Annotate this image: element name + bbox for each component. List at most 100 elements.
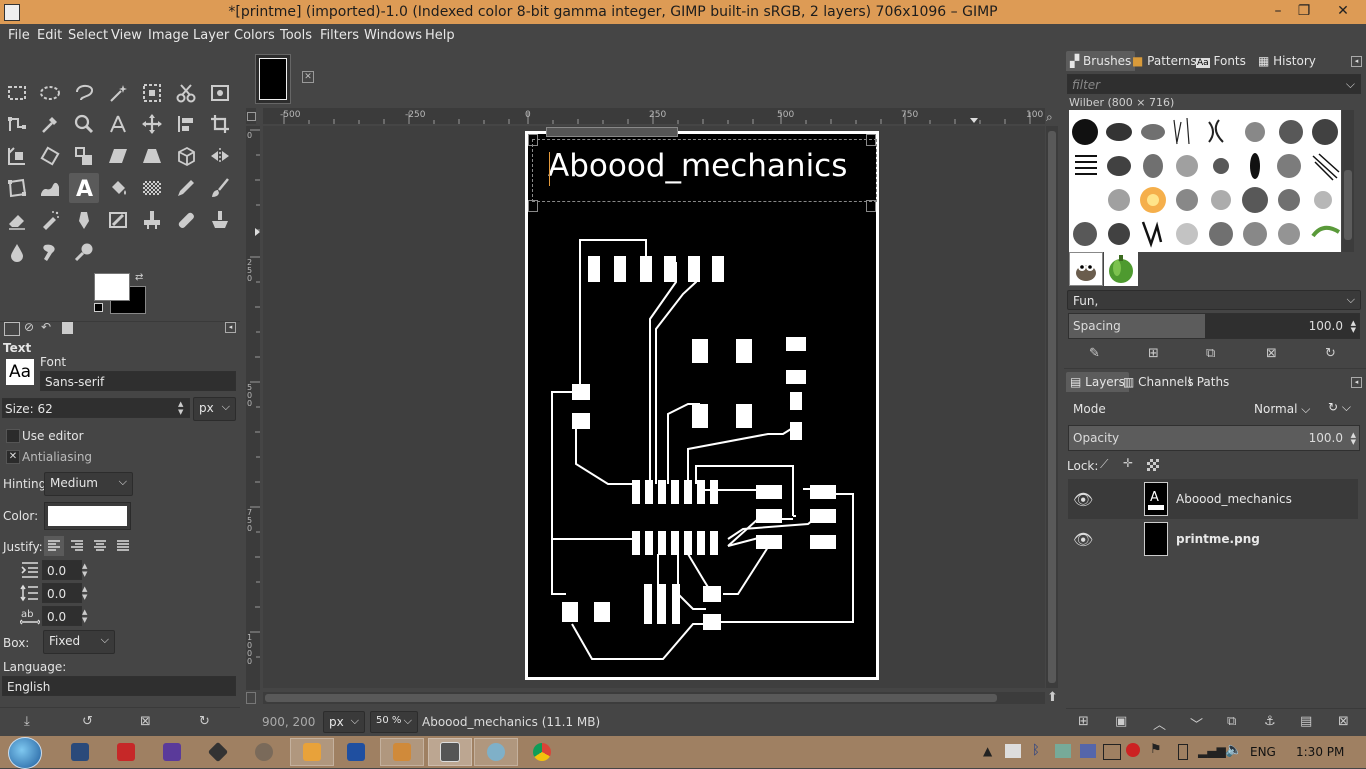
input-language[interactable]: ENG (1250, 745, 1276, 759)
letter-spacing-field[interactable]: 0.0 (42, 606, 82, 626)
blur-icon[interactable] (2, 237, 32, 267)
menu-file[interactable]: File (8, 28, 30, 43)
action-center-flag-icon[interactable]: ⚑ (1150, 742, 1162, 757)
pepper-brush-thumbnail[interactable] (1104, 252, 1138, 286)
brush-grid[interactable] (1069, 110, 1341, 252)
horizontal-ruler[interactable]: -500 -250 0 250 500 750 100 (263, 108, 1045, 124)
size-field[interactable]: Size: 62 (2, 398, 190, 418)
scale-icon[interactable] (69, 141, 99, 171)
airbrush-icon[interactable] (35, 205, 65, 235)
text-box-handle[interactable] (528, 134, 538, 146)
menu-view[interactable]: View (111, 28, 142, 43)
text-tool-icon[interactable]: A (69, 173, 99, 203)
menu-tools[interactable]: Tools (280, 28, 313, 43)
smudge-icon[interactable] (35, 237, 65, 267)
vertical-scrollbar[interactable] (1046, 126, 1058, 688)
taskbar-app-2[interactable] (104, 738, 148, 766)
default-colors-icon[interactable] (94, 303, 103, 312)
dock-menu-icon[interactable]: ◂ (1351, 56, 1362, 67)
refresh-brushes-icon[interactable]: ↻ (1325, 346, 1336, 361)
menu-windows[interactable]: Windows (364, 28, 423, 43)
swap-colors-icon[interactable]: ⇄ (135, 272, 144, 283)
restore-button[interactable]: ❐ (1297, 3, 1311, 19)
lock-alpha-icon[interactable] (1147, 459, 1159, 471)
menu-image[interactable]: Image (148, 28, 189, 43)
image-canvas[interactable]: Aboood_mechanics (525, 127, 879, 680)
brush-tag-select[interactable]: Fun,⌵ (1067, 290, 1361, 310)
merge-layer-icon[interactable]: ▤ (1300, 714, 1313, 729)
layer-visibility-eye-icon[interactable]: 👁 (1073, 490, 1094, 509)
new-brush-icon[interactable]: ⊞ (1148, 346, 1159, 361)
text-box-handle[interactable] (528, 200, 538, 212)
zoom-select[interactable]: 50 %⌵ (370, 711, 418, 733)
paths-icon[interactable] (2, 109, 32, 139)
foreground-select-icon[interactable] (205, 78, 235, 108)
unit-select[interactable]: px⌵ (323, 711, 365, 733)
mode-select[interactable]: Normal ⌵ (1254, 402, 1311, 416)
unified-transform-icon[interactable] (2, 141, 32, 171)
justify-fill-icon[interactable] (113, 536, 133, 556)
image-tab-thumbnail[interactable] (255, 54, 291, 104)
menu-select[interactable]: Select (68, 28, 109, 43)
delete-layer-icon[interactable]: ⊠ (1338, 714, 1349, 729)
tab-history[interactable]: ▦ History (1258, 54, 1316, 68)
line-spacing-spin-arrows[interactable]: ▲▼ (82, 585, 88, 601)
ellipse-select-icon[interactable] (35, 78, 65, 108)
save-options-icon[interactable]: ⤓ (24, 714, 30, 729)
spacing-spin-arrows[interactable]: ▲▼ (1350, 319, 1356, 334)
delete-options-icon[interactable]: ⊠ (140, 714, 151, 729)
font-preview-button[interactable]: Aa (6, 359, 34, 385)
layers-dock-menu-icon[interactable]: ◂ (1351, 377, 1362, 388)
network-signal-icon[interactable]: ▂▄▆ (1198, 744, 1226, 758)
measure-icon[interactable] (103, 109, 133, 139)
shear-icon[interactable] (103, 141, 133, 171)
use-editor-checkbox[interactable] (6, 429, 20, 443)
indent-spin-arrows[interactable]: ▲▼ (82, 562, 88, 578)
justify-left-icon[interactable] (44, 536, 64, 556)
duplicate-layer-icon[interactable]: ⧉ (1227, 714, 1237, 729)
size-spin-arrows[interactable]: ▲▼ (178, 400, 184, 416)
edit-brush-icon[interactable]: ✎ (1089, 346, 1100, 361)
zoom-navigate-icon[interactable]: ⌕ (1046, 110, 1053, 124)
warp-transform-icon[interactable] (35, 173, 65, 203)
lower-layer-icon[interactable]: ﹀ (1190, 718, 1204, 733)
anchor-layer-icon[interactable]: ⚓ (1264, 714, 1276, 729)
brush-grid-scrollbar[interactable] (1342, 110, 1354, 252)
wilber-brush-thumbnail[interactable] (1069, 252, 1103, 286)
3d-transform-icon[interactable] (171, 141, 201, 171)
taskbar-app-6[interactable] (290, 738, 334, 766)
taskbar-app-1[interactable] (58, 738, 102, 766)
tab-layers[interactable]: ▤ Layers (1066, 372, 1129, 392)
layer-name[interactable]: Aboood_mechanics (1176, 492, 1292, 506)
text-color-button[interactable] (44, 502, 131, 530)
hinting-select[interactable]: Medium⌵ (44, 472, 133, 496)
size-unit-select[interactable]: px⌵ (193, 397, 236, 421)
select-by-color-icon[interactable] (137, 78, 167, 108)
restore-options-icon[interactable]: ↺ (82, 714, 93, 729)
start-button[interactable] (8, 737, 42, 769)
font-field[interactable]: Sans-serif (40, 371, 236, 391)
fuzzy-select-icon[interactable] (103, 78, 133, 108)
gimp-app-icon[interactable] (4, 4, 20, 21)
minimize-button[interactable]: – (1274, 3, 1282, 19)
perspective-icon[interactable] (137, 141, 167, 171)
justify-center-icon[interactable] (90, 536, 110, 556)
eraser-icon[interactable] (2, 205, 32, 235)
taskbar-app-gimp-active[interactable] (428, 738, 472, 766)
layer-opacity-slider[interactable]: Opacity 100.0 ▲▼ (1068, 425, 1360, 451)
line-spacing-field[interactable]: 0.0 (42, 583, 82, 603)
layer-name[interactable]: printme.png (1176, 532, 1260, 546)
menu-filters[interactable]: Filters (320, 28, 359, 43)
perspective-clone-icon[interactable] (205, 205, 235, 235)
taskbar-app-7[interactable] (334, 738, 378, 766)
panel-menu-icon[interactable]: ◂ (225, 322, 236, 333)
taskbar-app-gimp[interactable] (242, 738, 286, 766)
pencil-icon[interactable] (171, 173, 201, 203)
clone-icon[interactable] (137, 205, 167, 235)
quick-mask-toggle-icon[interactable] (246, 692, 256, 704)
menu-edit[interactable]: Edit (37, 28, 63, 43)
opacity-spin-arrows[interactable]: ▲▼ (1350, 431, 1356, 446)
navigate-icon[interactable]: ⬆ (1047, 690, 1058, 705)
delete-brush-icon[interactable]: ⊠ (1266, 346, 1277, 361)
taskbar-app-3[interactable] (150, 738, 194, 766)
